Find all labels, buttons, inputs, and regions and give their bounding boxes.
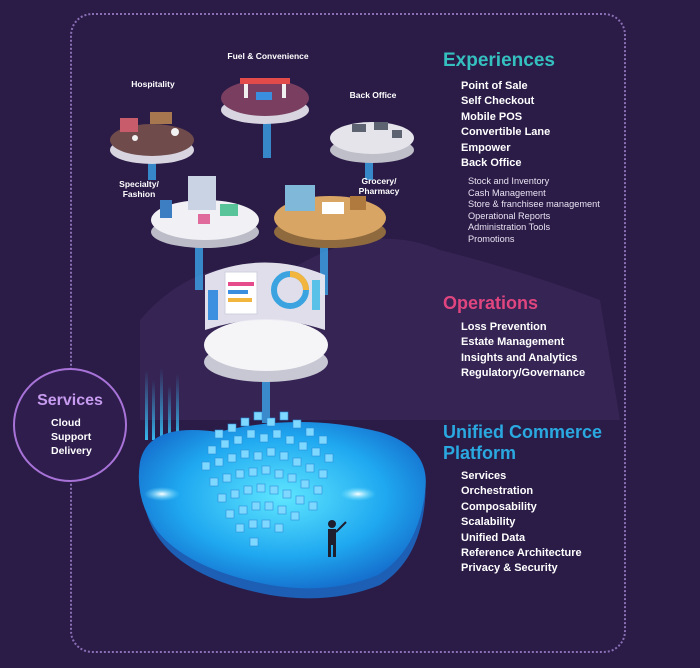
platform-heading-line1: Unified Commerce — [443, 422, 603, 442]
operations-item: Insights and Analytics — [461, 351, 578, 364]
services-item: Cloud — [51, 417, 81, 429]
platform-item: Scalability — [461, 516, 516, 529]
platform-item: Services — [461, 470, 507, 482]
back-office-subitem: Cash Management — [468, 187, 546, 198]
grocery-pharmacy-island — [274, 185, 386, 248]
operations-list: Loss Prevention Estate Management Insigh… — [461, 320, 585, 382]
operations-heading: Operations — [443, 293, 539, 313]
data-cubes — [201, 411, 334, 547]
platform-heading: Unified Commerce Platform — [443, 422, 602, 464]
label-fuel-convenience: Fuel & Convenience — [227, 51, 309, 61]
conductor-figure — [328, 520, 347, 557]
services-item: Support — [51, 431, 92, 443]
operations-item: Estate Management — [461, 336, 565, 349]
services-item: Delivery — [51, 445, 92, 457]
services-list: Cloud Support Delivery — [51, 416, 92, 458]
platform-item: Composability — [461, 500, 537, 513]
platform-item: Privacy & Security — [461, 562, 558, 575]
label-grocery-line2: Pharmacy — [358, 186, 400, 196]
experiences-item: Empower — [461, 141, 511, 154]
platform-item: Unified Data — [461, 531, 526, 544]
dotted-frame — [70, 13, 626, 653]
back-office-subitem: Operational Reports — [468, 210, 551, 221]
connector-beams — [148, 118, 373, 423]
fuel-island — [221, 78, 309, 124]
label-hospitality: Hospitality — [131, 79, 175, 89]
services-heading: Services — [37, 392, 103, 409]
experiences-heading: Experiences — [443, 50, 555, 71]
back-office-subitem: Promotions — [468, 233, 515, 244]
operations-hub — [204, 262, 328, 382]
experiences-item: Mobile POS — [461, 110, 523, 123]
back-office-subitem: Store & franchisee management — [468, 199, 600, 210]
services-beams — [145, 368, 179, 440]
platform-item: Orchestration — [461, 485, 534, 498]
label-specialty-line2: Fashion — [122, 189, 156, 199]
label-back-office: Back Office — [349, 90, 397, 100]
platform-item: Reference Architecture — [461, 547, 582, 560]
back-office-island — [330, 122, 414, 163]
experiences-list: Point of Sale Self Checkout Mobile POS C… — [461, 79, 550, 171]
label-grocery-line1: Grocery/ — [361, 176, 397, 186]
experiences-item: Self Checkout — [461, 95, 535, 108]
operations-item: Loss Prevention — [461, 321, 547, 333]
back-office-subitem: Administration Tools — [468, 222, 551, 233]
experiences-item: Point of Sale — [461, 80, 528, 92]
hospitality-island — [110, 112, 194, 164]
label-specialty-line1: Specialty/ — [119, 179, 159, 189]
platform-list: Services Orchestration Composability Sca… — [461, 469, 582, 577]
platform-heading-line2: Platform — [443, 443, 517, 463]
label-grocery-pharmacy: Grocery/ Pharmacy — [348, 176, 410, 196]
back-office-subitem: Stock and Inventory — [468, 176, 550, 186]
specialty-fashion-island — [151, 176, 259, 248]
services-circle: Services Cloud Support Delivery — [13, 368, 127, 482]
operations-item: Regulatory/Governance — [461, 367, 586, 380]
experiences-item: Convertible Lane — [461, 126, 551, 139]
experiences-item: Back Office — [461, 157, 522, 170]
back-office-sublist: Stock and Inventory Cash Management Stor… — [468, 176, 600, 246]
label-specialty-fashion: Specialty/ Fashion — [108, 179, 170, 199]
